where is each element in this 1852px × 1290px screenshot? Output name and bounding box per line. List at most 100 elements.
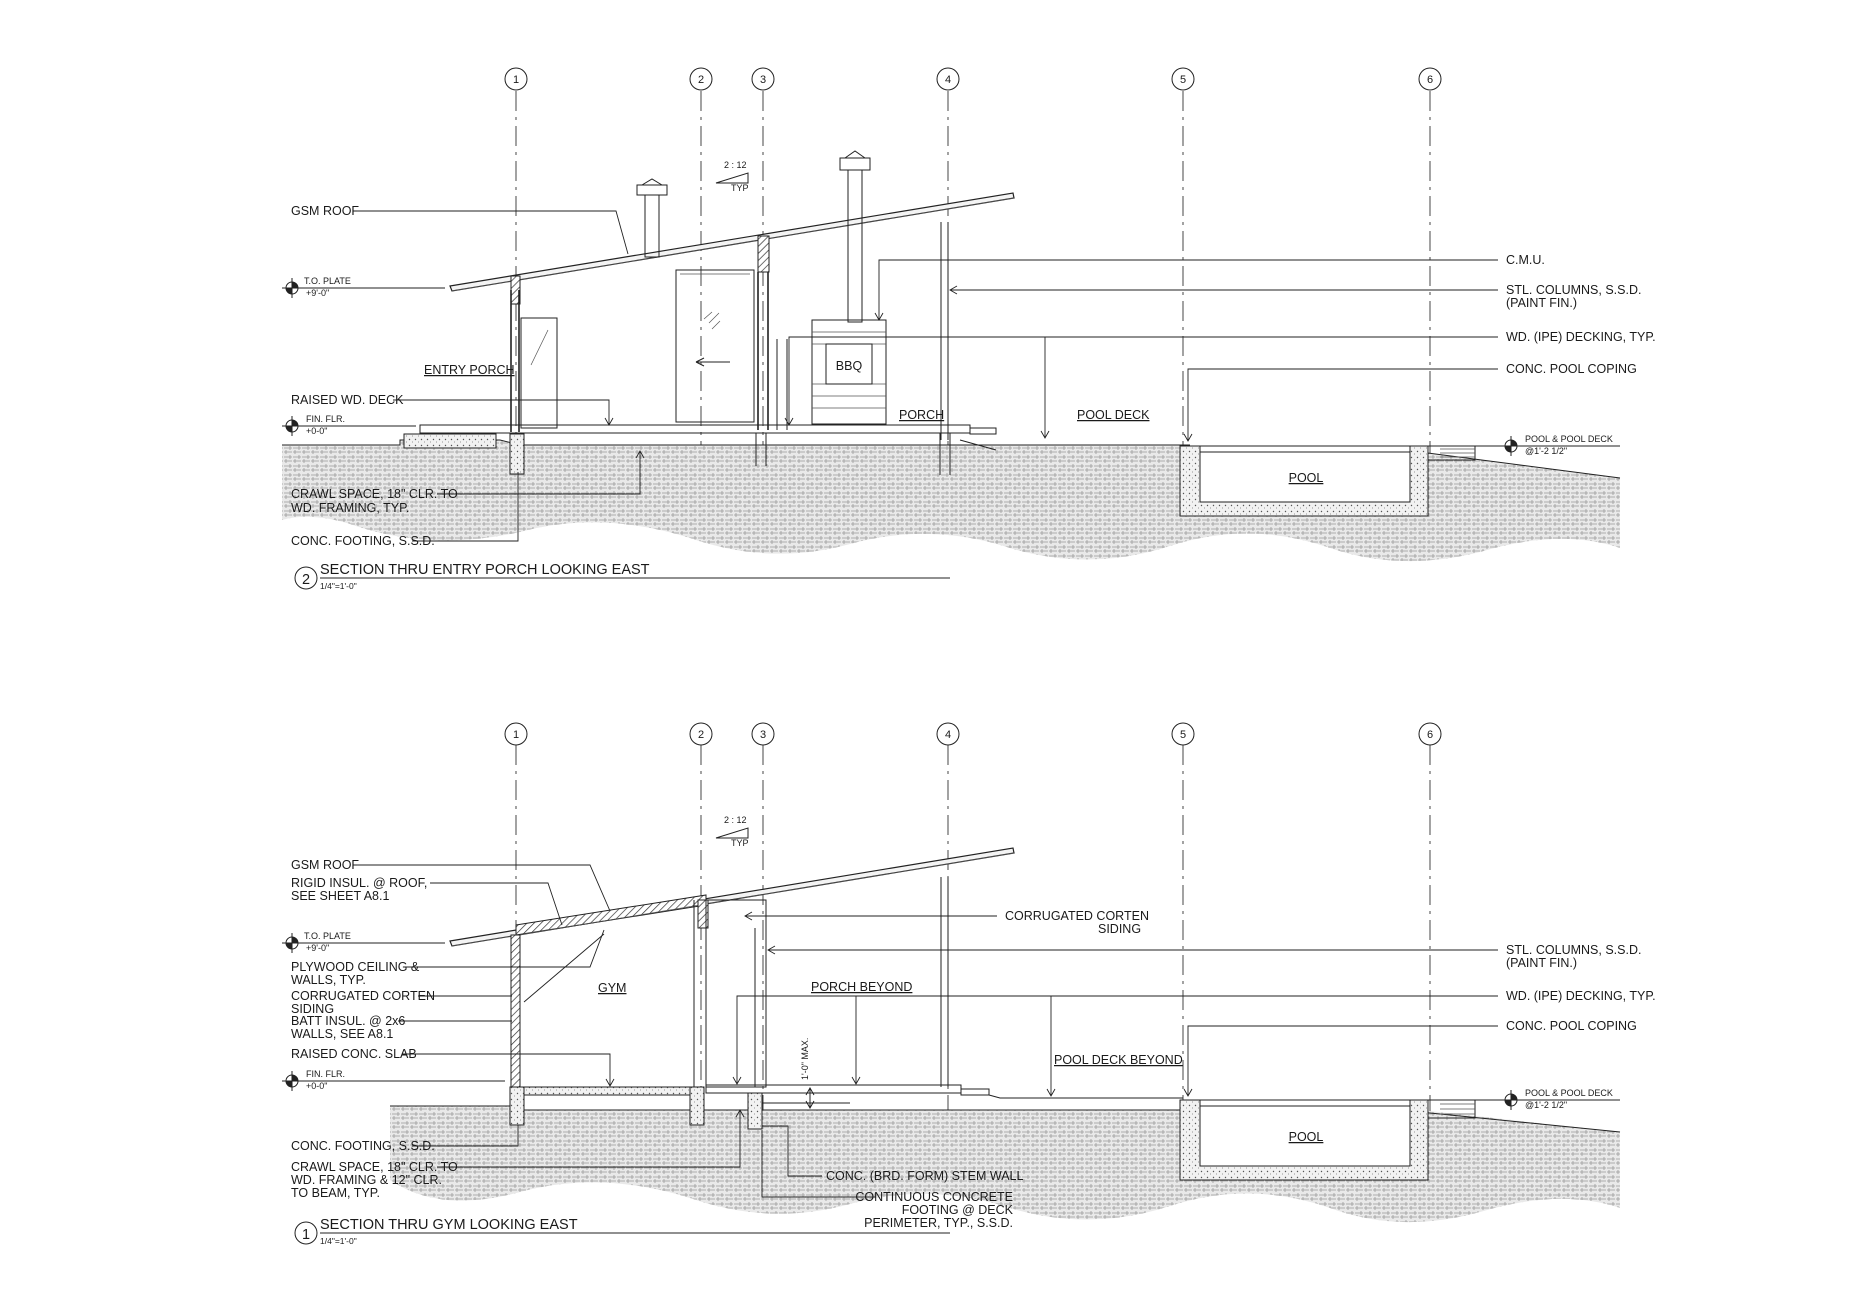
bbq-unit: BBQ bbox=[811, 319, 887, 425]
grid-bubble-1: 1 bbox=[513, 729, 519, 741]
note-continuous-footing-line-3: PERIMETER, TYP., S.S.D. bbox=[864, 1216, 1013, 1230]
max-dimension-note: 1'-0" MAX. bbox=[800, 1038, 810, 1080]
section-2-number: 2 bbox=[302, 572, 310, 588]
note-footing-section-1: CONC. FOOTING, S.S.D. bbox=[291, 1139, 435, 1153]
pool-label-section-1: POOL bbox=[1289, 1130, 1324, 1144]
entry-door bbox=[520, 317, 558, 429]
pool-label-section-2: POOL bbox=[1289, 471, 1324, 485]
section-2-drawing: 1 2 3 4 5 6 2 : 12 bbox=[282, 67, 1656, 591]
note-batt-insulation-line-2: WALLS, SEE A8.1 bbox=[291, 1027, 393, 1041]
svg-text:FIN. FLR.: FIN. FLR. bbox=[306, 1069, 345, 1079]
porch-wall-beyond bbox=[705, 899, 767, 1088]
rigid-insulation bbox=[515, 894, 707, 936]
section-1-title-block: 1 SECTION THRU GYM LOOKING EAST 1/4"=1'-… bbox=[294, 1217, 950, 1246]
roof-slope-indicator-section-1: 2 : 12 TYP bbox=[715, 815, 749, 848]
svg-text:POOL & POOL DECK: POOL & POOL DECK bbox=[1525, 1088, 1613, 1098]
note-continuous-footing-line-1: CONTINUOUS CONCRETE bbox=[855, 1190, 1013, 1204]
note-crawl-space-line-2-section-2: WD. FRAMING, TYP. bbox=[291, 501, 409, 515]
grid-bubble-4: 4 bbox=[945, 729, 951, 741]
grid-bubble-3: 3 bbox=[760, 729, 766, 741]
note-corten-siding-line-1-left: CORRUGATED CORTEN bbox=[291, 989, 435, 1003]
section-2-scale: 1/4"=1'-0" bbox=[320, 581, 357, 591]
note-gsm-roof-section-2: GSM ROOF bbox=[291, 204, 359, 218]
svg-text:TYP: TYP bbox=[731, 838, 749, 848]
note-batt-insulation-line-1: BATT INSUL. @ 2x6 bbox=[291, 1014, 405, 1028]
svg-text:@1'-2 1/2": @1'-2 1/2" bbox=[1525, 1100, 1567, 1110]
level-marker-floor-section-2: FIN. FLR. +0-0" bbox=[282, 414, 416, 436]
grid-bubble-3: 3 bbox=[760, 74, 766, 86]
grid-bubbles-section-1: 1 2 3 4 5 6 bbox=[504, 722, 1442, 746]
room-pool-deck: POOL DECK bbox=[1077, 408, 1150, 422]
note-crawl-space-line-3-section-1: TO BEAM, TYP. bbox=[291, 1186, 380, 1200]
svg-text:2 : 12: 2 : 12 bbox=[724, 815, 747, 825]
note-steel-columns-line-2-section-1: (PAINT FIN.) bbox=[1506, 956, 1577, 970]
svg-text:@1'-2 1/2": @1'-2 1/2" bbox=[1525, 446, 1567, 456]
note-gsm-roof-section-1: GSM ROOF bbox=[291, 858, 359, 872]
pool-section-1: POOL bbox=[1179, 1099, 1480, 1181]
note-corten-siding-line-2-right: SIDING bbox=[1098, 922, 1141, 936]
note-steel-columns-line-1-section-2: STL. COLUMNS, S.S.D. bbox=[1506, 283, 1641, 297]
section-1-title: SECTION THRU GYM LOOKING EAST bbox=[320, 1217, 578, 1233]
note-steel-columns-line-1-section-1: STL. COLUMNS, S.S.D. bbox=[1506, 943, 1641, 957]
note-stem-wall: CONC. (BRD. FORM) STEM WALL bbox=[826, 1169, 1024, 1183]
level-marker-plate-section-2: T.O. PLATE +9'-0" bbox=[282, 276, 445, 298]
level-marker-pool-section-1: POOL & POOL DECK @1'-2 1/2" bbox=[1480, 1088, 1620, 1110]
level-marker-floor-section-1: FIN. FLR. +0-0" bbox=[282, 1069, 505, 1091]
svg-text:+0-0": +0-0" bbox=[306, 1081, 327, 1091]
room-porch-beyond: PORCH BEYOND bbox=[811, 980, 912, 994]
footing-gym-left bbox=[509, 1086, 525, 1126]
note-rigid-insulation-line-2: SEE SHEET A8.1 bbox=[291, 889, 389, 903]
level-marker-pool-section-2: POOL & POOL DECK @1'-2 1/2" bbox=[1480, 434, 1620, 456]
svg-text:+9'-0": +9'-0" bbox=[306, 288, 329, 298]
note-decking-section-2: WD. (IPE) DECKING, TYP. bbox=[1506, 330, 1656, 344]
note-crawl-space-line-1-section-2: CRAWL SPACE, 18" CLR. TO bbox=[291, 487, 458, 501]
footing-grid-1 bbox=[509, 433, 525, 475]
svg-text:2 : 12: 2 : 12 bbox=[724, 160, 747, 170]
roof-slope-indicator-section-2: 2 : 12 TYP bbox=[715, 160, 749, 193]
grid-bubble-6: 6 bbox=[1427, 729, 1433, 741]
room-pool-deck-beyond: POOL DECK BEYOND bbox=[1054, 1053, 1183, 1067]
gym-wall-left bbox=[510, 934, 521, 1088]
section-1-scale: 1/4"=1'-0" bbox=[320, 1236, 357, 1246]
svg-text:+9'-0": +9'-0" bbox=[306, 943, 329, 953]
note-pool-coping-section-2: CONC. POOL COPING bbox=[1506, 362, 1637, 376]
section-1-number: 1 bbox=[302, 1227, 310, 1243]
svg-text:+0-0": +0-0" bbox=[306, 426, 327, 436]
corten-siding-beyond bbox=[697, 899, 709, 929]
note-plywood-line-1: PLYWOOD CEILING & bbox=[291, 960, 420, 974]
room-entry-porch: ENTRY PORCH bbox=[424, 363, 515, 377]
svg-text:FIN. FLR.: FIN. FLR. bbox=[306, 414, 345, 424]
pool-section-2: POOL bbox=[1179, 445, 1480, 517]
note-crawl-space-line-1-section-1: CRAWL SPACE, 18" CLR. TO bbox=[291, 1160, 458, 1174]
grid-bubble-5: 5 bbox=[1180, 729, 1186, 741]
note-rigid-insulation-line-1: RIGID INSUL. @ ROOF, bbox=[291, 876, 427, 890]
svg-text:POOL & POOL DECK: POOL & POOL DECK bbox=[1525, 434, 1613, 444]
note-raised-deck: RAISED WD. DECK bbox=[291, 393, 404, 407]
grid-bubble-2: 2 bbox=[698, 729, 704, 741]
note-crawl-space-line-2-section-1: WD. FRAMING & 12" CLR. bbox=[291, 1173, 442, 1187]
cmu-wall bbox=[757, 235, 770, 273]
earth-fill-section-2 bbox=[282, 440, 1620, 562]
bbq-label: BBQ bbox=[836, 359, 863, 373]
note-pool-coping-section-1: CONC. POOL COPING bbox=[1506, 1019, 1637, 1033]
chimney-flue bbox=[636, 150, 871, 323]
earth-fill-section-1 bbox=[390, 1106, 1620, 1223]
note-corten-siding-line-1-right: CORRUGATED CORTEN bbox=[1005, 909, 1149, 923]
room-porch: PORCH bbox=[899, 408, 944, 422]
note-cmu: C.M.U. bbox=[1506, 253, 1545, 267]
note-raised-slab: RAISED CONC. SLAB bbox=[291, 1047, 417, 1061]
raised-slab-and-deck bbox=[509, 1084, 1183, 1130]
note-plywood-line-2: WALLS, TYP. bbox=[291, 973, 366, 987]
sliding-glass-door bbox=[675, 269, 755, 423]
grid-bubbles-section-2: 1 2 3 4 5 6 bbox=[504, 67, 1442, 91]
note-corten-siding-line-2-left: SIDING bbox=[291, 1002, 334, 1016]
grid-lines-section-2 bbox=[515, 91, 1431, 470]
section-1-drawing: 1 2 3 4 5 6 2 : 12 TYP bbox=[282, 722, 1656, 1246]
level-marker-plate-section-1: T.O. PLATE +9'-0" bbox=[282, 931, 445, 953]
grid-lines-section-1 bbox=[515, 745, 1431, 1130]
grid-bubble-1: 1 bbox=[513, 74, 519, 86]
room-gym: GYM bbox=[598, 981, 626, 995]
note-continuous-footing-line-2: FOOTING @ DECK bbox=[902, 1203, 1014, 1217]
note-footing-section-2: CONC. FOOTING, S.S.D. bbox=[291, 534, 435, 548]
note-steel-columns-line-2-section-2: (PAINT FIN.) bbox=[1506, 296, 1577, 310]
